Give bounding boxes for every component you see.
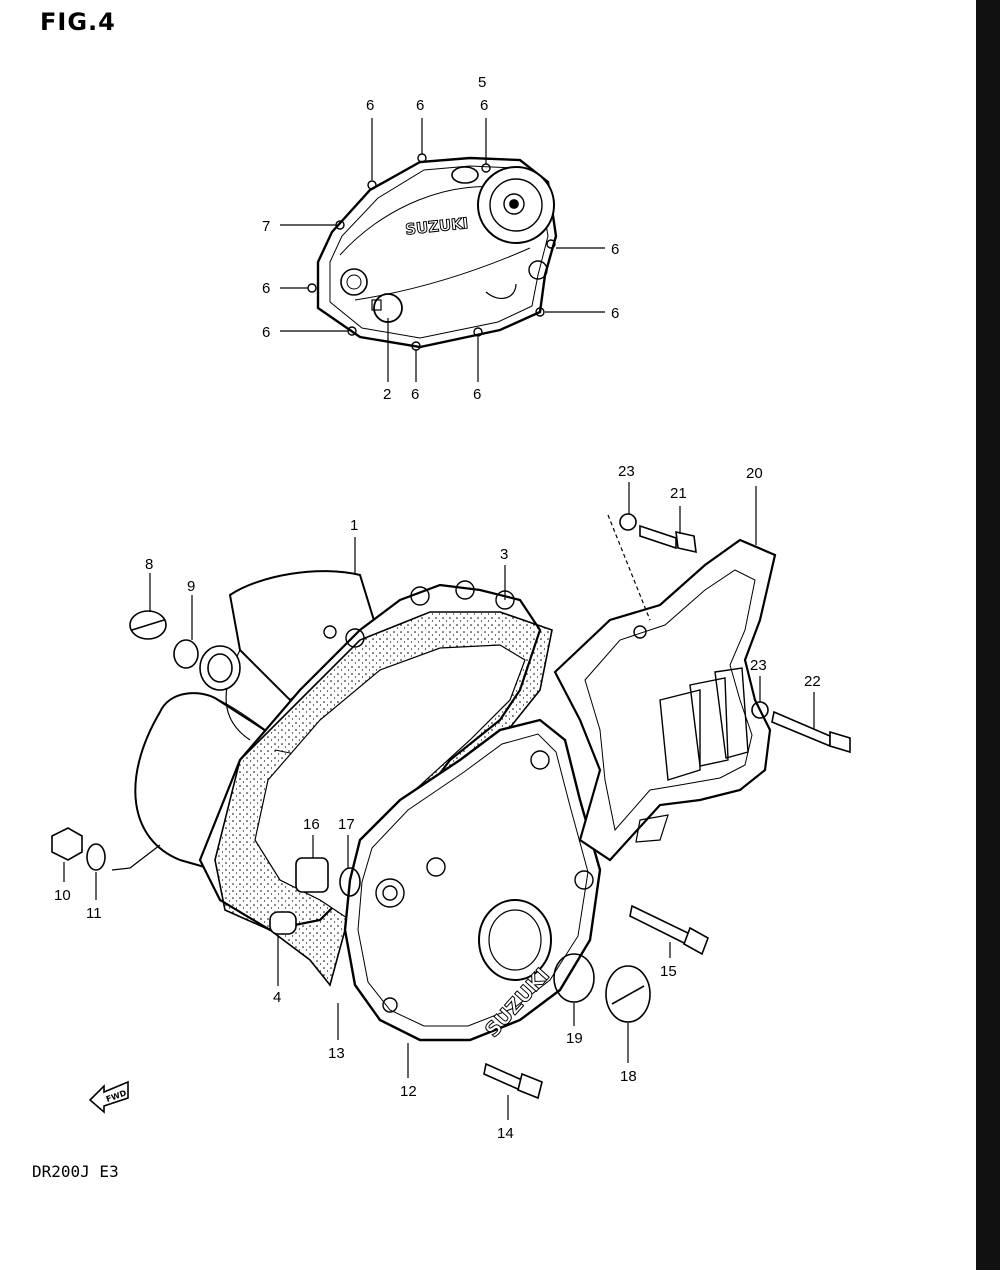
callout-6: 6	[473, 386, 481, 403]
callout-6: 6	[262, 324, 270, 341]
callout-6: 6	[366, 97, 374, 114]
callout-23: 23	[618, 463, 635, 480]
callout-21: 21	[670, 485, 687, 502]
callout-10: 10	[54, 887, 71, 904]
callout-12: 12	[400, 1083, 417, 1100]
callout-23: 23	[750, 657, 767, 674]
callout-7: 7	[262, 218, 270, 235]
callout-5: 5	[478, 74, 486, 91]
model-code: DR200J E3	[32, 1162, 119, 1181]
sprocket-cover-20	[553, 538, 777, 862]
callout-numbers: 5 6 6 6 7 6 6 6 6 2 6 6 23 20 21 1 3 8 9…	[54, 74, 821, 1142]
callout-8: 8	[145, 556, 153, 573]
callout-6: 6	[262, 280, 270, 297]
callout-14: 14	[497, 1125, 514, 1142]
callout-6: 6	[416, 97, 424, 114]
callout-11: 11	[86, 905, 102, 922]
clutch-cover-12	[343, 718, 602, 1042]
callout-1: 1	[350, 517, 358, 534]
callout-6: 6	[611, 305, 619, 322]
callout-13: 13	[328, 1045, 345, 1062]
callout-18: 18	[620, 1068, 637, 1085]
callout-4: 4	[273, 989, 281, 1006]
callout-22: 22	[804, 673, 821, 690]
scan-border	[976, 0, 1000, 1270]
callout-6: 6	[611, 241, 619, 258]
figure-title: FIG.4	[40, 8, 116, 36]
callout-19: 19	[566, 1030, 583, 1047]
callout-3: 3	[500, 546, 508, 563]
callout-16: 16	[303, 816, 320, 833]
callout-6: 6	[480, 97, 488, 114]
callout-9: 9	[187, 578, 195, 595]
leader-lines	[63, 482, 815, 1120]
callout-20: 20	[746, 465, 763, 482]
callout-2: 2	[383, 386, 391, 403]
fwd-arrow: FWD	[88, 1080, 129, 1114]
callout-15: 15	[660, 963, 677, 980]
upper-cover-assembly	[280, 118, 605, 382]
callout-6: 6	[411, 386, 419, 403]
callout-17: 17	[338, 816, 355, 833]
